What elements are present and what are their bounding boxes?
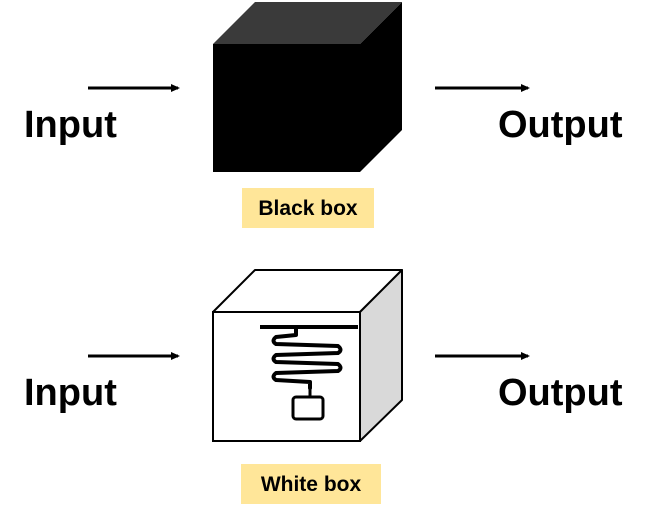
white-box-output-label: Output: [498, 372, 623, 414]
black-box-input-label: Input: [24, 104, 117, 146]
spring-mass-icon: [260, 325, 358, 421]
black-box-top-face: [213, 2, 402, 44]
white-box-cube: [212, 269, 403, 442]
black-box-front-face: [213, 44, 360, 172]
spring-mass: [291, 395, 325, 421]
black-box-output-label: Output: [498, 104, 623, 146]
black-box-caption: Black box: [242, 188, 374, 228]
white-box-caption: White box: [241, 464, 381, 504]
black-box-side-face: [360, 2, 402, 172]
white-box-front-face: [212, 311, 361, 442]
black-box-cube: [213, 2, 402, 172]
spring-coil: [271, 325, 343, 390]
white-box-input-label: Input: [24, 372, 117, 414]
